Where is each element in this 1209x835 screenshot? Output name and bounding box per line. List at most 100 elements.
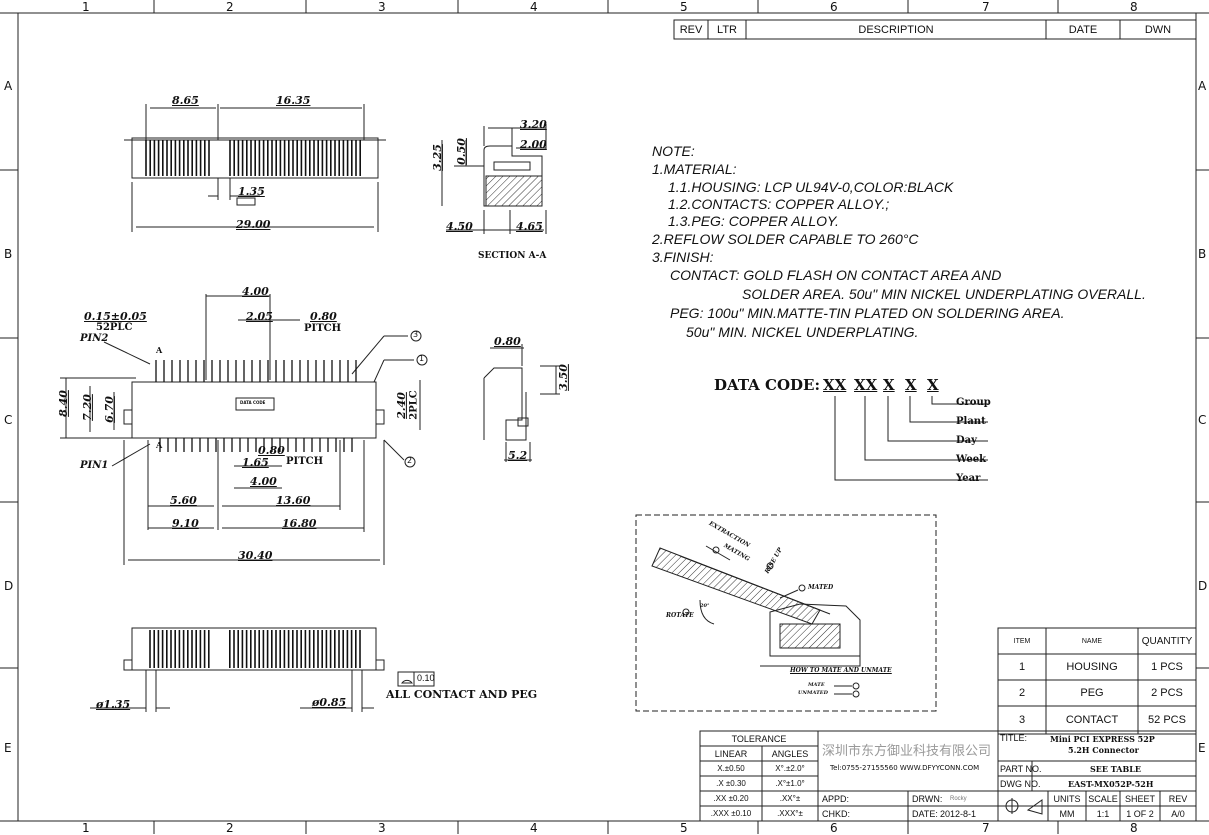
dim-bottom-dia-0-85: ø0.85 xyxy=(312,696,347,709)
col-label-1: 1 xyxy=(82,0,90,14)
note-line-1: 1.MATERIAL: xyxy=(652,161,737,177)
dim-top-16-35: 16.35 xyxy=(276,94,311,107)
data-code-label: DATA CODE: xyxy=(714,376,821,394)
dim-plan-4-00: 4.00 xyxy=(242,285,269,298)
tolerance-header-angles: ANGLES xyxy=(771,748,809,759)
mating-rotate-label: ROTATE xyxy=(666,612,694,619)
tolerance-linear-3: .XX ±0.20 xyxy=(713,794,749,803)
data-code-legend-week: Week xyxy=(956,454,987,465)
dim-plan-16-80: 16.80 xyxy=(282,517,317,530)
tolerance-title: TOLERANCE xyxy=(731,733,787,744)
rev-value: A/0 xyxy=(1171,808,1185,819)
title-line-2: 5.2H Connector xyxy=(1068,745,1139,755)
bom-row-2-name: PEG xyxy=(1080,687,1104,699)
dim-plan-0-80: 0.80 xyxy=(310,310,337,323)
bom-row-3-name: CONTACT xyxy=(1065,714,1119,726)
note-heading: NOTE: xyxy=(652,143,695,159)
tolerance-angle-1: X°.±2.0° xyxy=(775,764,805,773)
col-label-6-bottom: 6 xyxy=(830,821,838,835)
row-label-b-right: B xyxy=(1198,247,1207,261)
units-value: MM xyxy=(1059,808,1075,819)
label-pin1: PIN1 xyxy=(80,460,109,471)
mating-title: HOW TO MATE AND UNMATE xyxy=(790,667,892,674)
col-label-6: 6 xyxy=(830,0,838,14)
tolerance-linear-4: .XXX ±0.10 xyxy=(710,809,752,818)
dim-bottom-dia-1-35: ø1.35 xyxy=(96,698,131,711)
row-label-a-right: A xyxy=(1198,79,1207,93)
callout-3: 3 xyxy=(413,330,419,339)
bom-row-3-qty: 52 PCS xyxy=(1148,714,1186,726)
bom-row-2-item: 2 xyxy=(1018,687,1026,699)
dim-plan-5-60: 5.60 xyxy=(170,494,197,507)
bom-row-1-qty: 1 PCS xyxy=(1151,661,1183,673)
bom-header-quantity: QUANTITY xyxy=(1141,635,1193,647)
row-label-b: B xyxy=(4,247,13,261)
tolerance-linear-2: .X ±0.30 xyxy=(716,779,746,788)
company-name: 深圳市东方御业科技有限公司 xyxy=(822,744,992,759)
dwn-header: DWN xyxy=(1144,23,1172,36)
data-code-leaders xyxy=(834,396,988,481)
row-label-c: C xyxy=(4,413,13,427)
marker-a-top: A xyxy=(156,345,163,355)
dwg-no-value: EAST-MX052P-52H xyxy=(1068,779,1154,789)
note-line-1-2: 1.2.CONTACTS: COPPER ALLOY.; xyxy=(668,196,890,212)
col-label-7: 7 xyxy=(982,0,990,14)
bom-row-2-qty: 2 PCS xyxy=(1151,687,1183,699)
dim-top-1-35: 1.35 xyxy=(238,185,265,198)
row-label-d: D xyxy=(4,579,14,593)
drwn-label: DRWN: xyxy=(912,794,943,804)
section-label: SECTION A-A xyxy=(478,251,547,261)
dim-plan-13-60: 13.60 xyxy=(276,494,311,507)
mating-detail-frame xyxy=(635,514,937,712)
col-label-4: 4 xyxy=(530,0,538,14)
col-label-3-bottom: 3 xyxy=(378,821,386,835)
title-line-1: Mini PCI EXPRESS 52P xyxy=(1050,734,1155,744)
dim-plan-9-10: 9.10 xyxy=(172,517,199,530)
col-label-2-bottom: 2 xyxy=(226,821,234,835)
description-header: DESCRIPTION xyxy=(858,23,934,36)
units-label: UNITS xyxy=(1053,793,1081,804)
data-code-year: XX xyxy=(823,376,847,394)
drwn-name: Rocky xyxy=(950,796,967,802)
dim-side-3-50: 3.50 xyxy=(556,364,570,391)
plan-view xyxy=(60,294,428,565)
dim-plan-30-40: 30.40 xyxy=(238,549,273,562)
col-label-2: 2 xyxy=(226,0,234,14)
col-label-5-bottom: 5 xyxy=(680,821,688,835)
dim-plan-4-00-bottom: 4.00 xyxy=(250,475,277,488)
label-52plc: 52PLC xyxy=(96,322,133,333)
note-line-1-3: 1.3.PEG: COPPER ALLOY. xyxy=(668,213,839,229)
dim-top-29-00: 29.00 xyxy=(236,218,271,231)
part-no-label: PART NO. xyxy=(1000,764,1042,774)
all-contact-peg-caption: ALL CONTACT AND PEG xyxy=(386,688,538,701)
dim-top-8-65: 8.65 xyxy=(172,94,199,107)
row-label-e: E xyxy=(4,741,12,755)
label-2plc: 2PLC xyxy=(408,390,420,420)
scale-value: 1:1 xyxy=(1096,808,1110,819)
bottom-view xyxy=(90,627,435,712)
col-label-1-bottom: 1 xyxy=(82,821,90,835)
col-label-8-bottom: 8 xyxy=(1130,821,1138,835)
dim-plan-6-70: 6.70 xyxy=(102,396,116,423)
side-view xyxy=(483,344,560,462)
data-code-legend-plant: Plant xyxy=(956,416,986,427)
title-block-grid xyxy=(699,730,1197,822)
title-label: TITLE: xyxy=(1000,733,1028,743)
data-code-legend-group: Group xyxy=(956,397,991,408)
dwg-no-label: DWG NO. xyxy=(1000,779,1041,789)
data-code-week: XX xyxy=(854,376,878,394)
data-code-marking: DATA CODE xyxy=(240,400,266,405)
dim-sec-4-50: 4.50 xyxy=(446,220,473,233)
note-line-3-contact: CONTACT: GOLD FLASH ON CONTACT AREA AND xyxy=(670,267,1002,283)
sheet-label: SHEET xyxy=(1124,793,1155,804)
mating-unmated-label: UNMATED xyxy=(798,690,828,696)
date-header: DATE xyxy=(1068,23,1098,36)
note-line-3-contact-2: SOLDER AREA. 50u" MIN NICKEL UNDERPLATIN… xyxy=(742,286,1146,302)
col-label-3: 3 xyxy=(378,0,386,14)
tolerance-linear-1: X.±0.50 xyxy=(717,764,745,773)
dim-plan-2-05: 2.05 xyxy=(246,310,273,323)
mating-mate-label: MATE xyxy=(808,682,825,688)
date-label: DATE: xyxy=(912,809,938,819)
mating-mated-label: MATED xyxy=(808,584,834,591)
